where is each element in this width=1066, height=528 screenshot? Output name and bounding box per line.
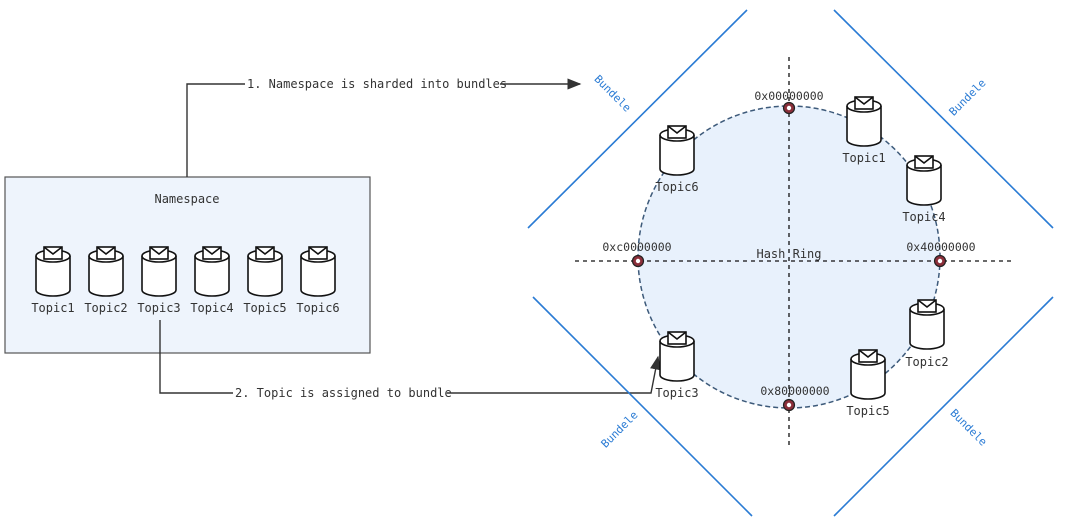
namespace-topic-1: Topic1 [31,246,75,315]
topic-label: Topic5 [243,301,286,315]
topic-label: Topic4 [190,301,233,315]
step2-label: 2. Topic is assigned to bundle [235,386,452,400]
hex-label-top: 0x00000000 [754,89,823,103]
ring-topic-topic4: Topic4 [902,155,946,224]
ring-marker-left [631,254,645,268]
topic-label: Topic3 [137,301,180,315]
namespace-topic-2: Topic2 [84,246,128,315]
topic-label: Topic6 [296,301,339,315]
bundle-label-top-right: Bundele [947,77,989,119]
bundle-label-bottom-left: Bundele [599,409,641,451]
namespace-topic-3: Topic3 [137,246,181,315]
ring-marker-top [782,101,796,115]
topic-label: Topic2 [905,355,948,369]
step1-connector [186,78,582,177]
bundle-boundary-top-right [833,9,1054,229]
topic-label: Topic1 [31,301,74,315]
hex-label-bottom: 0x80000000 [760,384,829,398]
hex-label-left: 0xc0000000 [602,240,671,254]
bundle-label-bottom-right: Bundele [947,407,989,449]
bundle-boundary-top-left [527,9,748,229]
topic-label: Topic6 [655,180,698,194]
namespace-title: Namespace [154,192,219,206]
step1-label: 1. Namespace is sharded into bundles [247,77,507,91]
hash-ring-label: Hash Ring [756,247,821,261]
ring-marker-bottom [782,398,796,412]
ring-topic-topic6: Topic6 [655,125,699,194]
bundle-boundary-bottom-right [833,296,1054,517]
topic-label: Topic4 [902,210,945,224]
topic-label: Topic3 [655,386,698,400]
hex-label-right: 0x40000000 [906,240,975,254]
namespace-topic-5: Topic5 [243,246,287,315]
topic-label: Topic5 [846,404,889,418]
topic-label: Topic2 [84,301,127,315]
ring-marker-right [933,254,947,268]
bundle-label-top-left: Bundele [591,73,633,115]
bundle-boundary-bottom-left [532,296,753,517]
namespace-topic-4: Topic4 [190,246,234,315]
namespace-topic-6: Topic6 [296,246,340,315]
ring-topic-topic1: Topic1 [842,96,886,165]
ring-topic-topic2: Topic2 [905,299,949,369]
topic-label: Topic1 [842,151,885,165]
ring-topic-topic3: Topic3 [655,331,699,400]
ring-topic-topic5: Topic5 [846,349,890,418]
